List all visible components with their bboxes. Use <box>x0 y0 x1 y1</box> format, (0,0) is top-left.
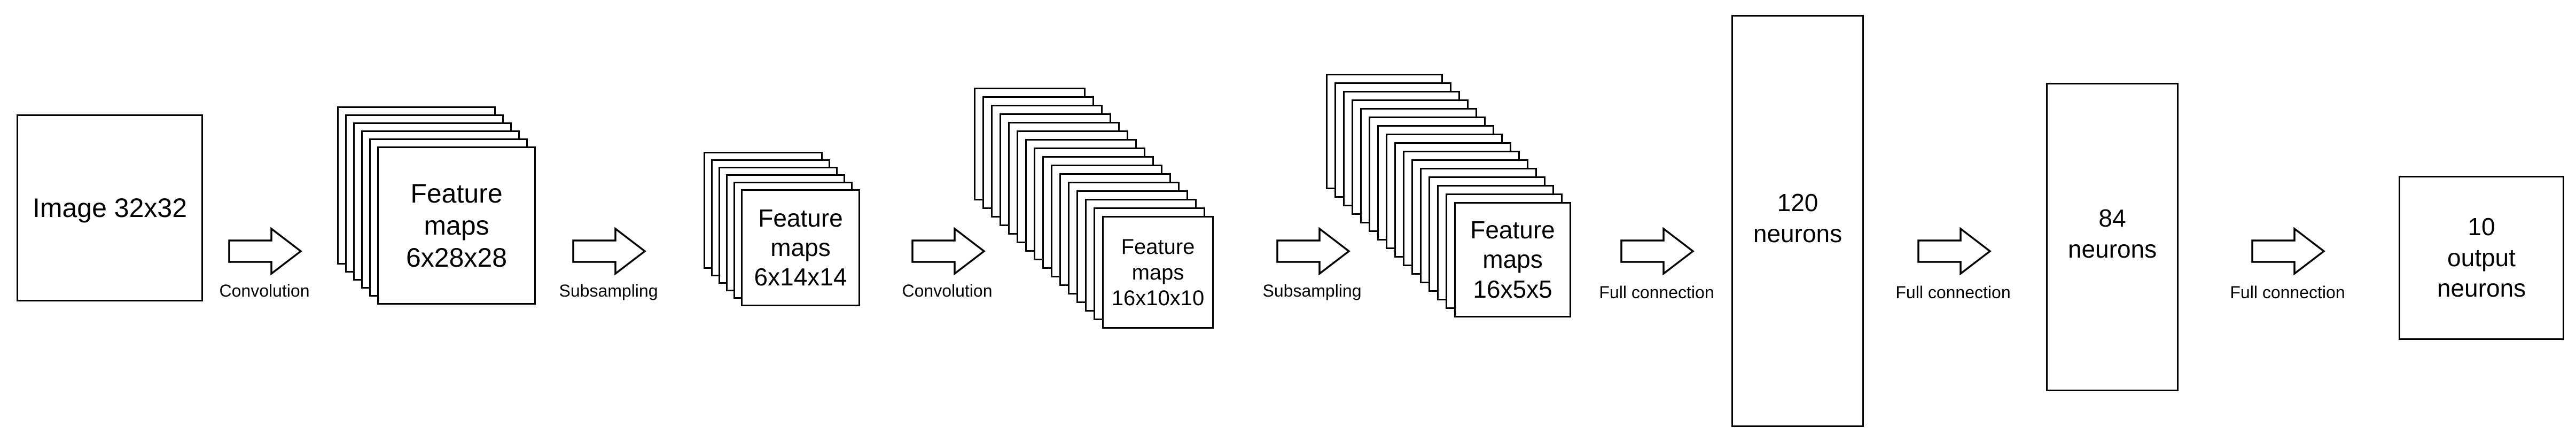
stack-line-3: 16x10x10 <box>1111 286 1205 310</box>
operation-label-full-connection-1: Full connection <box>1599 283 1714 302</box>
operation-label-subsampling-2: Subsampling <box>1262 281 1362 300</box>
stack-line-1: Feature <box>1470 216 1555 244</box>
right-arrow-icon <box>2251 227 2325 275</box>
dense-layer-84-box: 84 neurons <box>2046 83 2179 391</box>
stack-line-1: Feature <box>1121 235 1195 259</box>
operation-label-full-connection-2: Full connection <box>1895 283 2011 302</box>
stack-line-2: maps <box>1482 245 1543 274</box>
feature-maps-front-2: Feature maps 6x14x14 <box>741 189 860 306</box>
stack-line-3: 16x5x5 <box>1473 275 1552 303</box>
stack-line-1: Feature <box>410 179 503 208</box>
dense-line-2: neurons <box>2067 235 2157 263</box>
feature-maps-front-1: Feature maps 6x28x28 <box>377 146 536 305</box>
operation-label-full-connection-3: Full connection <box>2230 283 2345 302</box>
feature-maps-front-4: Feature maps 16x5x5 <box>1454 202 1571 317</box>
feature-maps-front-3: Feature maps 16x10x10 <box>1102 216 1214 329</box>
operation-label-convolution-2: Convolution <box>902 281 993 300</box>
stack-line-1: Feature <box>758 204 843 232</box>
dense-layer-120-box: 120 neurons <box>1731 15 1864 427</box>
operation-label-subsampling-1: Subsampling <box>559 281 658 300</box>
stack-line-2: maps <box>770 233 831 261</box>
right-arrow-icon <box>1620 227 1695 275</box>
right-arrow-icon <box>228 227 302 275</box>
stack-line-2: maps <box>424 211 489 241</box>
right-arrow-icon <box>911 227 986 275</box>
right-arrow-icon <box>572 227 646 275</box>
stack-line-3: 6x14x14 <box>754 263 847 291</box>
dense-line-2: neurons <box>1753 219 1843 247</box>
dense-line-2: output <box>2447 243 2516 272</box>
input-image-label: Image 32x32 <box>32 193 188 223</box>
input-image-box: Image 32x32 <box>17 114 203 301</box>
dense-line-1: 84 <box>2098 204 2126 232</box>
dense-line-1: 10 <box>2468 213 2495 241</box>
dense-line-1: 120 <box>1777 189 1818 216</box>
dense-line-3: neurons <box>2437 274 2526 303</box>
stack-line-3: 6x28x28 <box>405 243 508 273</box>
output-layer-box: 10 output neurons <box>2399 176 2564 340</box>
operation-label-convolution-1: Convolution <box>219 281 310 300</box>
right-arrow-icon <box>1917 227 1992 275</box>
right-arrow-icon <box>1276 227 1351 275</box>
stack-line-2: maps <box>1131 260 1184 284</box>
